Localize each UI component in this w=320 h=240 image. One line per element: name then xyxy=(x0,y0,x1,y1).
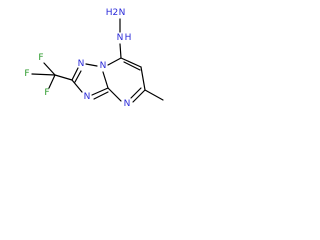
atom-ring-n-pyr: N xyxy=(124,99,131,109)
bond-n3-c3a-double xyxy=(93,91,109,100)
atom-hydrazine-h: H xyxy=(125,33,132,43)
atom-labels: N H2 N H N N N N F F F xyxy=(24,8,131,109)
bond-c7-c6-double xyxy=(123,61,141,71)
bonds xyxy=(31,18,164,103)
bond-c2-n3 xyxy=(71,79,83,93)
bond-cf3-f-left xyxy=(31,73,56,76)
atom-f-bottom: F xyxy=(44,88,49,98)
bond-n8a-c7 xyxy=(107,57,122,66)
bond-n4-c3a xyxy=(107,87,122,102)
bond-n1-c2-double xyxy=(74,70,82,83)
atom-hydrazine-h2: H2 xyxy=(106,8,119,18)
molecule-structure: N H2 N H N N N N F F F xyxy=(0,0,201,125)
atom-f-left: F xyxy=(24,69,29,79)
bond-c5-n4-double xyxy=(130,87,142,99)
atom-ring-n-top: N xyxy=(78,59,85,69)
bond-c3a-n8a xyxy=(102,71,109,89)
atom-f-top: F xyxy=(38,53,43,63)
bond-n3-c3a xyxy=(91,87,109,96)
bond-n8a-n1 xyxy=(85,63,98,67)
atom-hydrazine-n-low: N xyxy=(117,33,124,43)
bond-c6-c5 xyxy=(140,66,146,91)
bond-c7-c6 xyxy=(120,57,142,68)
atom-ring-n-junction: N xyxy=(100,61,107,71)
bond-c2-cf3 xyxy=(54,74,73,81)
bond-n1-c2 xyxy=(71,67,79,81)
bond-methyl xyxy=(144,89,164,101)
bond-cf3-f-bottom xyxy=(48,74,56,89)
bond-c5-n4 xyxy=(132,89,146,103)
atom-ring-n-lower: N xyxy=(84,92,91,102)
bond-cf3-f-top xyxy=(43,62,56,76)
bond-hydrazine-c xyxy=(119,43,122,59)
atom-hydrazine-n-top: N xyxy=(119,8,126,18)
